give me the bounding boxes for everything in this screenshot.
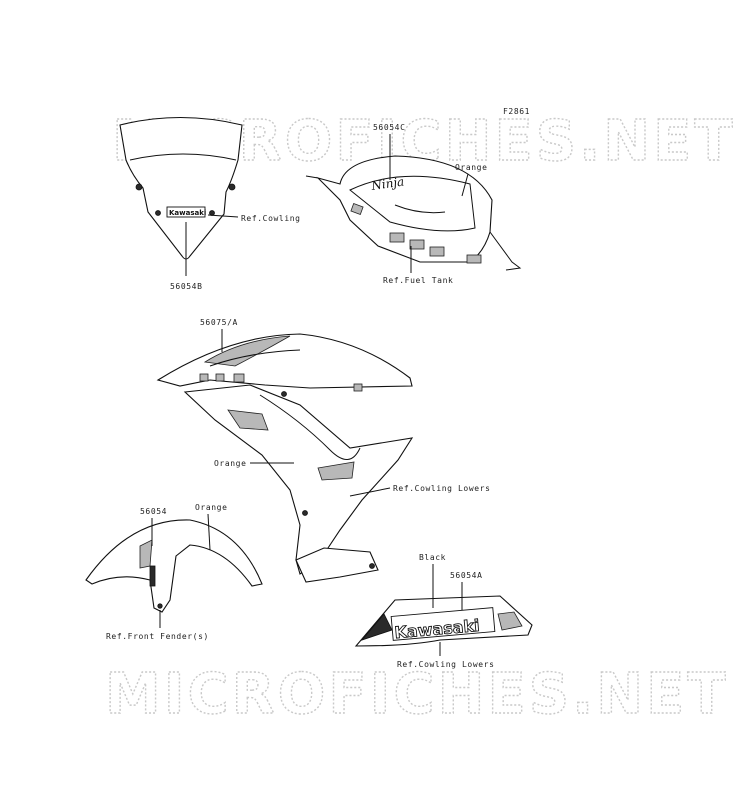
label-ref-front-fender: Ref.Front Fender(s) <box>106 632 209 641</box>
label-ref-cowling-lowers-2: Ref.Cowling Lowers <box>397 660 495 669</box>
watermark-bottom: MICROFICHES.NET <box>105 662 729 727</box>
lower-cowl-part: Kawasaki <box>354 595 533 647</box>
label-56054C: 56054C <box>373 123 406 132</box>
windscreen-bolt-right-icon <box>228 183 236 191</box>
label-56075A: 56075/A <box>200 318 238 327</box>
label-ref-fuel-tank: Ref.Fuel Tank <box>383 276 453 285</box>
windscreen-decal <box>166 206 206 218</box>
label-ref-cowling-lowers-1: Ref.Cowling Lowers <box>393 484 491 493</box>
label-56054A: 56054A <box>450 571 483 580</box>
label-56054B: 56054B <box>170 282 203 291</box>
front-fender-part <box>85 519 263 613</box>
label-56054: 56054 <box>140 507 167 516</box>
windscreen-bolt-left-lower-icon <box>155 210 161 216</box>
windscreen-bolt-left-icon <box>135 183 143 191</box>
side-cowl-part <box>156 333 414 583</box>
label-ref-cowling: Ref.Cowling <box>241 214 301 223</box>
figure-code: F2861 <box>503 107 530 116</box>
label-black: Black <box>419 553 446 562</box>
fuel-tank-part: Ninja <box>305 155 522 271</box>
windscreen-decal-text: Kawasaki <box>169 209 206 217</box>
label-orange-tank: Orange <box>455 163 488 172</box>
label-orange-fender: Orange <box>195 503 228 512</box>
label-orange-cowl: Orange <box>214 459 247 468</box>
windscreen-part: Kawasaki <box>119 116 243 260</box>
tank-decal-text: Ninja <box>369 175 405 194</box>
